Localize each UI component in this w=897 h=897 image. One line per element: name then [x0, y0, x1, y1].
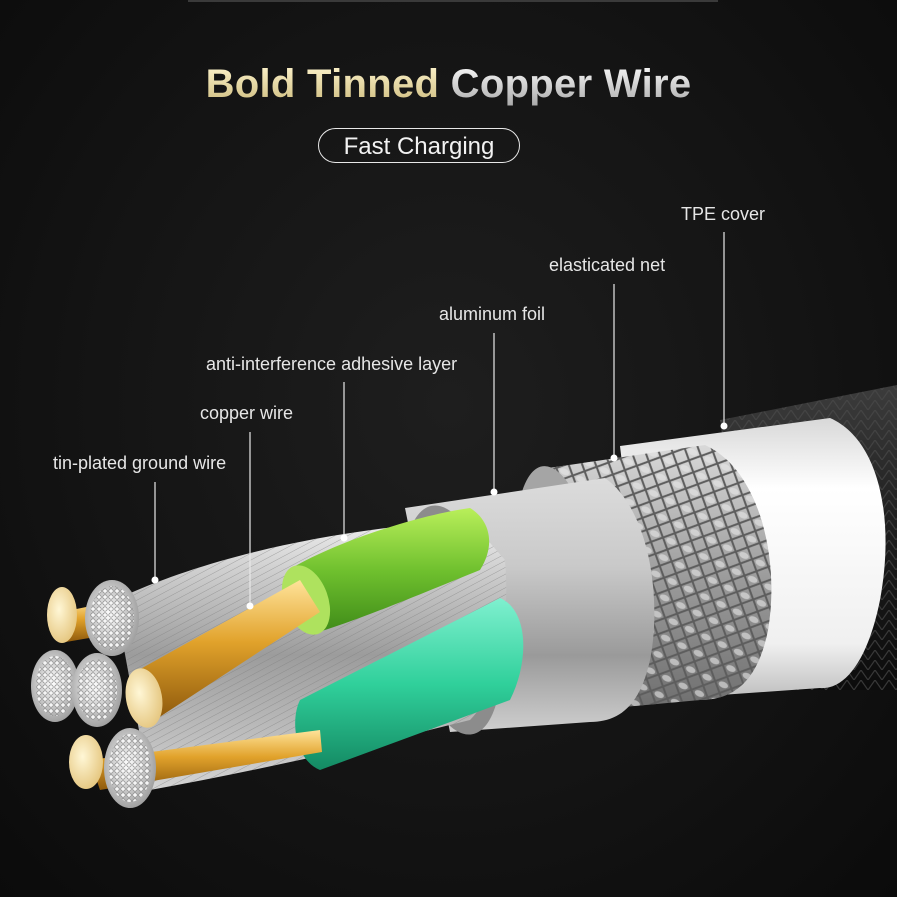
leader-dots [151, 422, 728, 610]
headline-gold-text: Bold Tinned [205, 62, 440, 106]
tin-end-4 [104, 728, 156, 808]
dot-elasticated-net [610, 454, 618, 462]
dot-aluminum-foil [490, 488, 498, 496]
tin-end-1 [85, 580, 139, 656]
dot-copper-wire [246, 602, 254, 610]
tin-end-2 [31, 650, 79, 722]
label-copper-wire: copper wire [200, 403, 294, 423]
label-adhesive-layer: anti-interference adhesive layer [206, 354, 458, 374]
tin-plated-ground-wire-ends [31, 580, 156, 808]
label-elasticated-net: elasticated net [549, 255, 666, 275]
dot-tpe-cover [720, 422, 728, 430]
tin-end-3 [72, 653, 122, 727]
leader-lines [154, 232, 725, 606]
headline: Bold Tinned Copper Wire [0, 62, 897, 107]
dot-ground-wire [151, 576, 159, 584]
dot-adhesive-layer [340, 534, 348, 542]
label-ground-wire: tin-plated ground wire [53, 453, 227, 473]
label-aluminum-foil: aluminum foil [439, 304, 546, 324]
label-tpe-cover: TPE cover [681, 204, 766, 224]
headline-silver-text: Copper Wire [450, 62, 692, 106]
teal-insulation [295, 598, 524, 770]
top-edge-strip [188, 0, 718, 2]
fast-charging-badge: Fast Charging [318, 128, 520, 163]
